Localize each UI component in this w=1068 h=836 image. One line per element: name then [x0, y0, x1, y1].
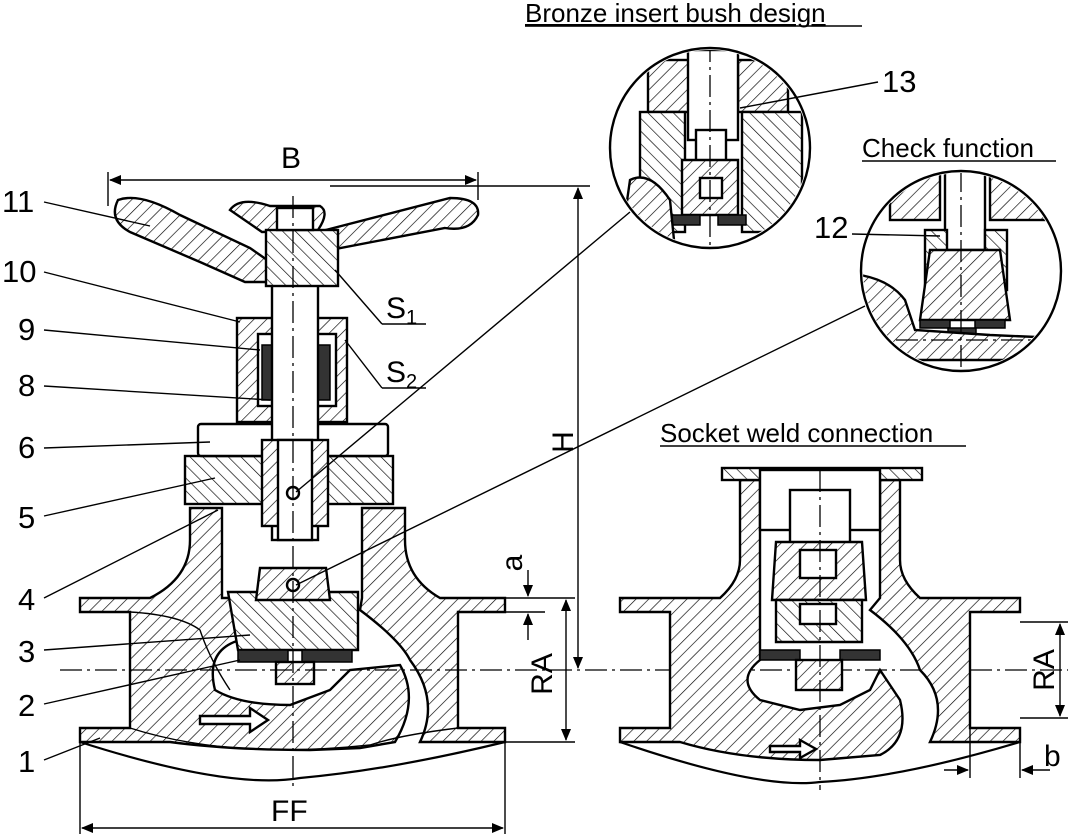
packing-ring-right	[317, 344, 331, 401]
detail-check-function: Check function 12	[814, 133, 1063, 373]
dim-label-b: b	[1044, 740, 1061, 773]
part-label-8: 8	[18, 368, 35, 403]
part-label-9: 9	[18, 312, 35, 347]
dim-label-RA-socket: RA	[1028, 649, 1061, 691]
title-socket-weld: Socket weld connection	[660, 418, 933, 448]
part-label-2: 2	[18, 688, 35, 723]
dim-label-a: a	[496, 554, 529, 571]
dim-label-B: B	[281, 142, 301, 175]
seat-plug	[274, 660, 316, 686]
detail-leader-bronze	[295, 211, 631, 493]
part-label-3: 3	[18, 634, 35, 669]
dim-label-RA-main: RA	[526, 653, 559, 695]
dim-label-H: H	[547, 431, 580, 453]
part-label-5: 5	[18, 500, 35, 535]
part-label-10: 10	[2, 254, 36, 289]
stem-top-nut	[275, 206, 315, 232]
socket-weld-view: Socket weld connection RA b	[618, 418, 1068, 790]
dim-label-S1: S1	[386, 292, 417, 329]
part-label-6: 6	[18, 430, 35, 465]
title-bronze-insert: Bronze insert bush design	[525, 0, 826, 28]
handwheel-right-spoke	[316, 196, 480, 252]
detail-bronze-insert: Bronze insert bush design 13	[525, 0, 916, 250]
body-bottom-curve	[79, 740, 506, 782]
part-label-11: 11	[2, 184, 34, 219]
title-check-function: Check function	[862, 133, 1034, 163]
part-callouts: 11 10 9 8 6 5 4 3 2 1	[2, 184, 271, 779]
flow-passage-outline	[129, 611, 459, 751]
valve-body-right	[358, 506, 507, 744]
flow-arrow	[198, 705, 271, 735]
part-label-12: 12	[814, 210, 848, 245]
handwheel-nut	[264, 228, 340, 288]
dimensions: B H RA a FF S1 S2	[79, 142, 590, 834]
part-label-13: 13	[882, 64, 916, 99]
part-label-1: 1	[18, 744, 35, 779]
dim-label-S2: S2	[386, 356, 417, 393]
detail-leader-check	[295, 305, 866, 586]
dim-label-FF: FF	[271, 795, 308, 828]
seat-ring-left	[237, 649, 289, 663]
part-label-4: 4	[18, 582, 35, 617]
main-valve-section	[60, 196, 1068, 790]
seat-ring-right	[301, 649, 353, 663]
